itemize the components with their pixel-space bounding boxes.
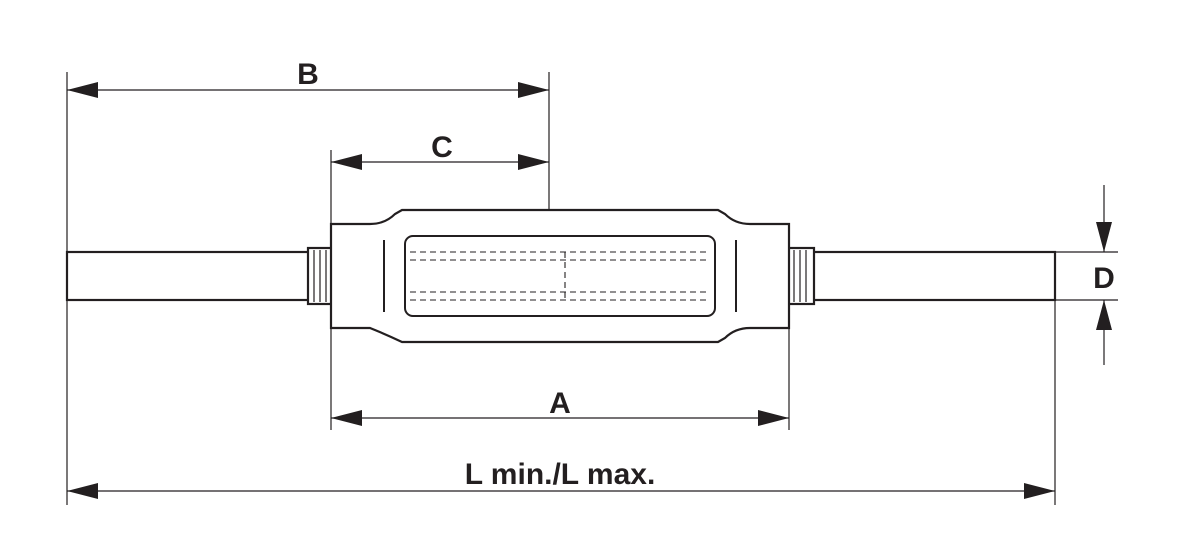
label-d: D xyxy=(1093,262,1115,295)
turnbuckle-body xyxy=(329,208,791,344)
right-threaded-rod xyxy=(785,246,1057,306)
dimension-a: A xyxy=(331,387,789,426)
label-c: C xyxy=(431,131,453,164)
label-b: B xyxy=(297,58,319,91)
label-l: L min./L max. xyxy=(465,458,656,491)
dimension-b: B xyxy=(67,58,549,98)
dimension-c: C xyxy=(331,131,549,170)
left-threaded-rod xyxy=(65,246,335,306)
label-a: A xyxy=(549,387,571,420)
dimension-l: L min./L max. xyxy=(67,458,1055,499)
dimension-d: D xyxy=(1093,185,1115,365)
